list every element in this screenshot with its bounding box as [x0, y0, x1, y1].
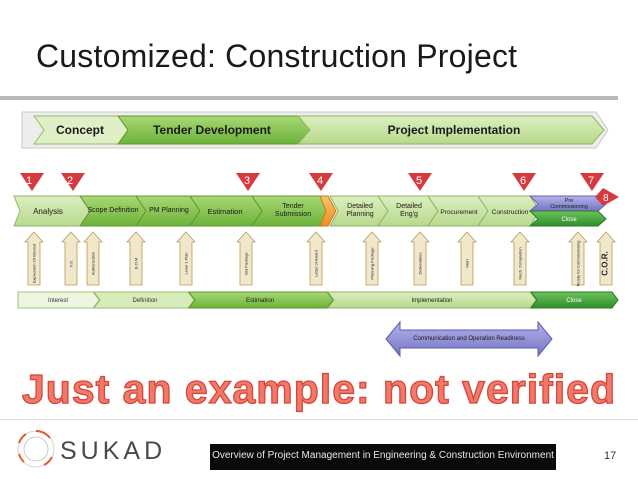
- sukad-logo-icon: [17, 430, 55, 468]
- phase-implementation: [327, 291, 537, 309]
- deliverable-arrows: Expression Of Interest F.S. Authorization B…: [24, 231, 616, 287]
- top-phase-bar: Concept Tender Development Project Imple…: [21, 111, 609, 149]
- deliverable-arrow: Ready for Commissioning: [568, 231, 588, 287]
- deliverable-arrow: C.O.R.: [596, 231, 616, 286]
- phase-definition: [93, 291, 195, 309]
- process-label: Close: [561, 217, 577, 223]
- milestone-marker: 7: [580, 173, 604, 191]
- phase-estimation: [188, 291, 334, 309]
- deliverable-label: Planning Package: [370, 247, 375, 280]
- communication-arrow: Communication and Operation Readiness: [385, 320, 553, 358]
- implementation-chevron: [296, 115, 605, 145]
- bottom-phase-bar: Interest Definition Estimation Implement…: [17, 291, 619, 309]
- deliverable-label: Authorization: [91, 252, 96, 275]
- process-label-box: PM Planning: [149, 207, 189, 214]
- svg-text:7: 7: [588, 175, 594, 187]
- deliverable-arrow: Expression Of Interest: [24, 231, 44, 286]
- milestone-marker: 8: [595, 188, 619, 206]
- svg-text:2: 2: [67, 175, 73, 187]
- deliverable-label: Expression Of Interest: [32, 243, 37, 283]
- process-label-box: Tender Submission: [275, 203, 311, 218]
- deliverable-arrow: Deliverables: [410, 231, 430, 286]
- deliverable-label: Mat'l: [465, 259, 470, 267]
- milestone-marker: 5: [408, 173, 432, 191]
- footer-text: Overview of Project Management in Engine…: [212, 450, 554, 461]
- process-label-box: Pre Commissioning: [550, 198, 588, 210]
- process-close: [528, 210, 607, 227]
- deliverable-arrow: Mat'l: [457, 231, 477, 286]
- deliverable-label: Bid Package: [244, 252, 249, 275]
- phase-close: [530, 291, 619, 309]
- deliverable-arrow: Planning Package: [362, 231, 382, 286]
- phase-label: Interest: [48, 298, 68, 304]
- svg-text:6: 6: [520, 175, 526, 187]
- svg-text:3: 3: [244, 175, 250, 187]
- phase-label: Close: [566, 298, 582, 304]
- process-label-box: Detailed Planning: [346, 203, 373, 218]
- concept-label: Concept: [56, 123, 104, 137]
- milestone-markers: 1 2 3 4 5 6 7 8: [20, 173, 619, 206]
- deliverable-arrow: F.S.: [61, 231, 81, 286]
- milestone-marker: 3: [236, 173, 260, 191]
- svg-text:4: 4: [317, 175, 323, 187]
- process-label-box: Scope Definition: [88, 207, 139, 214]
- implementation-label: Project Implementation: [388, 123, 521, 137]
- deliverable-label: Level 1 Plan: [184, 252, 189, 274]
- deliverable-arrow: Bid Package: [236, 231, 256, 286]
- communication-label: Communication and Operation Readiness: [413, 335, 525, 342]
- phase-interest: [17, 291, 100, 309]
- phase-label: Estimation: [246, 298, 274, 304]
- svg-text:1: 1: [26, 175, 32, 187]
- deliverable-label: Ready for Commissioning: [576, 241, 581, 287]
- footer-divider: [0, 419, 638, 420]
- watermark-text: Just an example: not verified: [21, 365, 617, 412]
- process-label-box: Detailed Eng'g: [396, 203, 422, 218]
- slide-title: Customized: Construction Project: [36, 38, 518, 74]
- deliverable-arrow: Letter of Award: [306, 231, 326, 286]
- process-label: Procurement: [440, 209, 477, 216]
- deliverable-label: C.O.R.: [601, 251, 610, 275]
- process-label: Estimation: [207, 207, 242, 216]
- svg-text:8: 8: [603, 193, 609, 204]
- deliverable-arrow: Authorization: [83, 231, 103, 286]
- deliverable-arrow: B.O.M: [126, 231, 146, 286]
- title-divider: [0, 96, 618, 100]
- milestone-marker: 6: [512, 173, 536, 191]
- page-number: 17: [604, 450, 617, 462]
- deliverable-label: B.O.M: [134, 258, 139, 269]
- phase-label: Definition: [132, 298, 157, 304]
- logo-wordmark: SUKAD: [60, 437, 167, 465]
- deliverable-label: Letter of Award: [314, 250, 319, 277]
- footer-bar: [210, 444, 556, 470]
- deliverable-label: Deliverables: [418, 252, 423, 274]
- deliverable-label: F.S.: [69, 260, 74, 267]
- process-row: Analysis Scope Definition PM Planning Es…: [13, 195, 607, 227]
- deliverable-label: Mech. Completion: [518, 247, 523, 279]
- milestone-marker: 2: [61, 173, 85, 191]
- tender-label: Tender Development: [153, 123, 271, 137]
- deliverable-arrow: Level 1 Plan: [176, 231, 196, 286]
- deliverable-arrow: Mech. Completion: [510, 231, 530, 286]
- process-label: Construction: [492, 209, 529, 216]
- process-label: Analysis: [33, 207, 63, 216]
- milestone-marker: 1: [20, 173, 44, 191]
- svg-text:5: 5: [416, 175, 422, 187]
- milestone-marker: 4: [309, 173, 333, 191]
- process-award-gate: [319, 195, 337, 227]
- phase-label: Implementation: [411, 298, 452, 304]
